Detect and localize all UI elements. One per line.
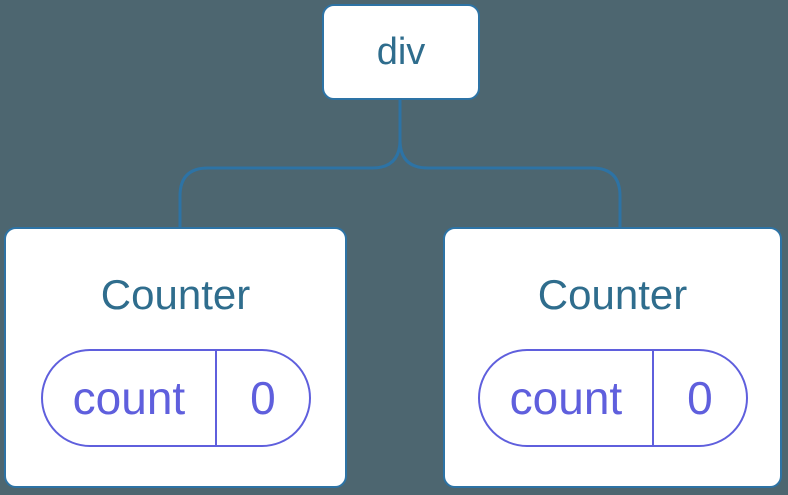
counter-card-right-title: Counter bbox=[537, 271, 688, 318]
state-value: 0 bbox=[652, 351, 745, 445]
state-value: 0 bbox=[215, 351, 308, 445]
connector-branch-left bbox=[178, 98, 402, 229]
counter-card-left: Counter count 0 bbox=[4, 227, 347, 488]
connector-branch-right bbox=[398, 98, 622, 229]
counter-card-left-title: Counter bbox=[100, 271, 251, 318]
counter-card-left-state-pill: count 0 bbox=[40, 349, 311, 447]
root-node-div: div bbox=[322, 4, 480, 100]
counter-card-right-state-pill: count 0 bbox=[477, 349, 748, 447]
state-key-label: count bbox=[509, 372, 623, 424]
root-node-label: div bbox=[376, 31, 426, 73]
counter-card-right: Counter count 0 bbox=[443, 227, 782, 488]
state-key-label: count bbox=[72, 372, 186, 424]
